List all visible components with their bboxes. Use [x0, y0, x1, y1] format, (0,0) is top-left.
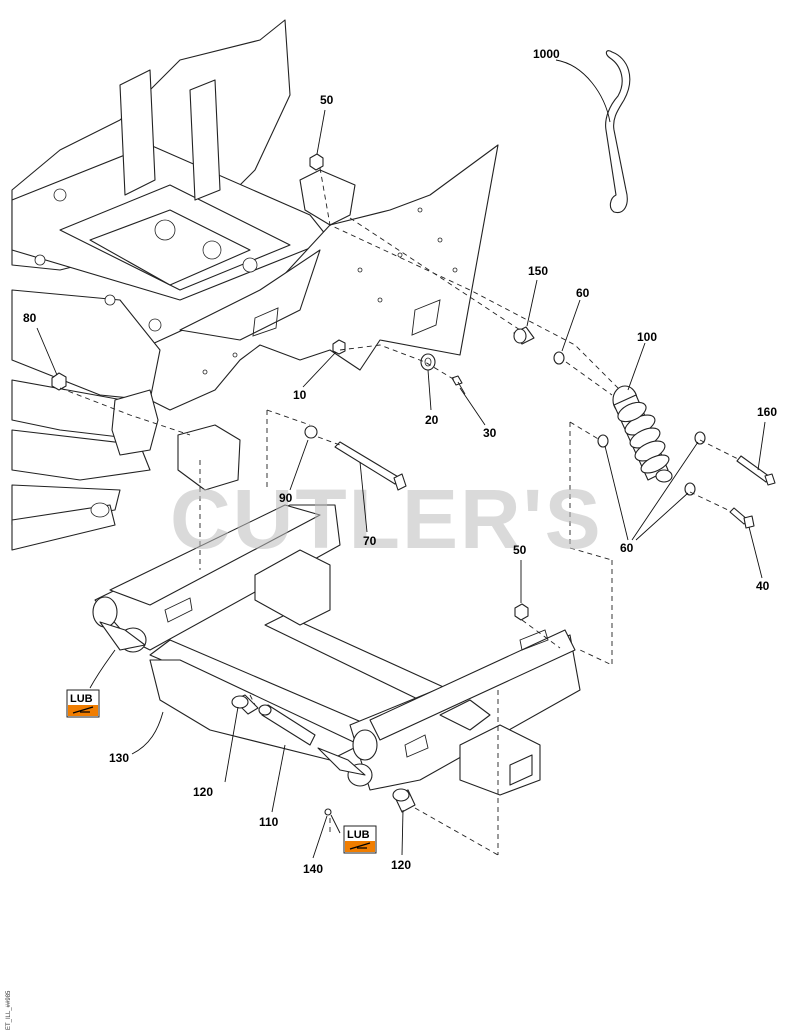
callout-60-group: 60 [620, 541, 634, 555]
callout-110: 110 [259, 815, 279, 829]
frame-holes [34, 188, 458, 375]
spanner-wrench-1000 [605, 50, 631, 214]
bolt-30 [451, 375, 466, 395]
callout-140: 140 [303, 862, 323, 876]
bushing-120-lower [392, 788, 416, 813]
callout-160: 160 [757, 405, 777, 419]
nut-80 [51, 372, 67, 391]
callout-1000: 1000 [533, 47, 560, 61]
callout-30: 30 [483, 426, 497, 440]
callout-20: 20 [425, 413, 439, 427]
rod-70 [334, 441, 407, 491]
svg-text:LUB: LUB [347, 829, 370, 841]
washer-60-top [553, 351, 565, 365]
grease-fitting-140 [324, 808, 332, 816]
callout-80: 80 [23, 311, 37, 325]
callout-120-lower: 120 [391, 858, 411, 872]
lub-badge-right: LUB [343, 825, 377, 854]
hardware [51, 50, 776, 529]
callout-60-top: 60 [576, 286, 590, 300]
spacer-150 [513, 326, 535, 345]
washer-60-c [684, 482, 696, 496]
callout-150: 150 [528, 264, 548, 278]
callout-130: 130 [109, 751, 129, 765]
callout-labels: 1000 50 150 60 100 80 10 20 30 160 90 70… [23, 47, 777, 876]
leader-lines [36, 59, 766, 859]
nut-50-top [309, 153, 324, 171]
callout-10: 10 [293, 388, 307, 402]
washer-60-a [597, 434, 609, 448]
nut-50-lower [514, 603, 529, 621]
callout-120-upper: 120 [193, 785, 213, 799]
pivot-right [317, 729, 378, 787]
callout-50-top: 50 [320, 93, 334, 107]
svg-text:LUB: LUB [70, 693, 93, 705]
subframe-assembly [92, 504, 581, 816]
lub-badge-left: LUB [66, 689, 100, 718]
assembly-lines [59, 167, 741, 856]
pivot-left [92, 596, 147, 653]
bolt-40 [729, 507, 755, 529]
watermark-text: CUTLER'S [170, 472, 603, 566]
callout-40: 40 [756, 579, 770, 593]
document-id: ET_ILL_##985 [6, 990, 12, 1030]
callout-70: 70 [363, 534, 377, 548]
pin-160 [736, 455, 776, 486]
washer-90 [304, 425, 318, 439]
nut-10 [332, 339, 346, 355]
shock-absorber-100 [612, 385, 673, 483]
chassis-frame [11, 19, 499, 551]
callout-100: 100 [637, 330, 657, 344]
bushing-120-upper [231, 694, 259, 715]
callout-90: 90 [279, 491, 293, 505]
callout-50-lower: 50 [513, 543, 527, 557]
